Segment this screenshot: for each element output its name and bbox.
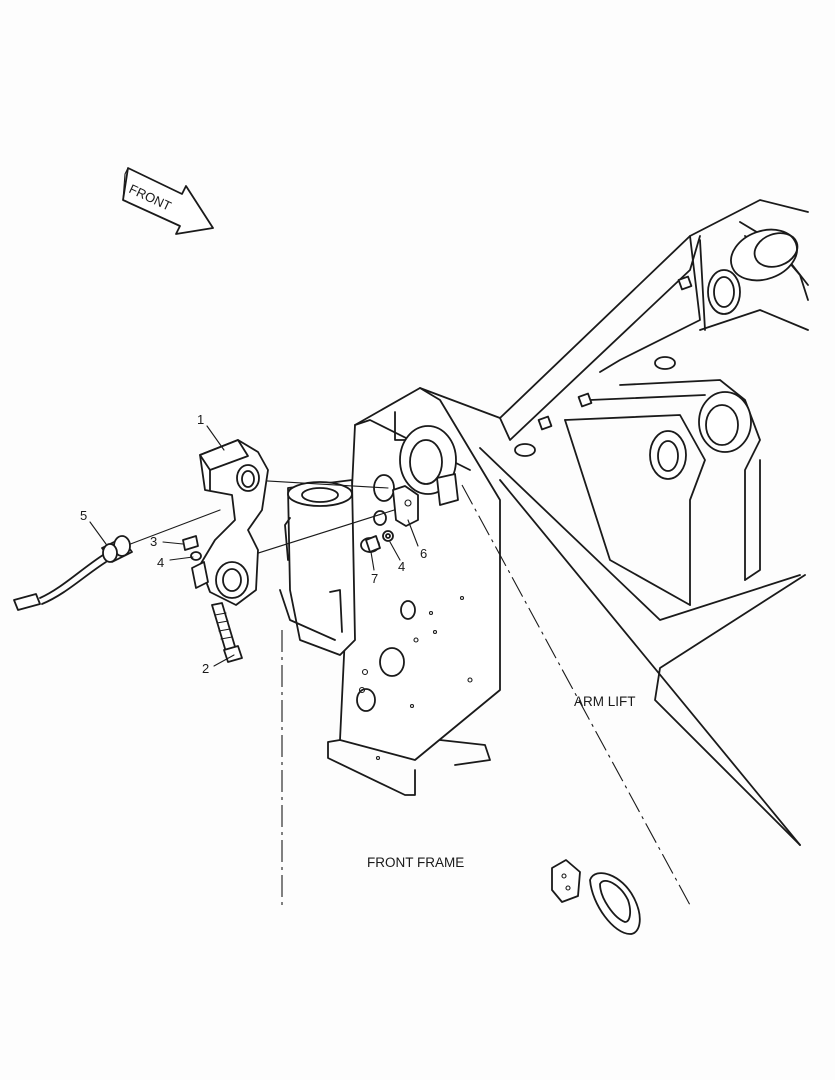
callout-5: 5 — [80, 508, 87, 523]
callout-leader-3 — [162, 541, 184, 545]
callout-2: 2 — [202, 661, 209, 676]
part-4-washer-2 — [382, 530, 394, 542]
front-frame-label: FRONT FRAME — [367, 855, 464, 870]
leader-line — [119, 509, 221, 549]
callout-4a: 4 — [157, 555, 164, 570]
part-2-bolt — [211, 602, 243, 663]
callout-3: 3 — [150, 534, 157, 549]
callout-7: 7 — [371, 571, 378, 586]
mounting-plate — [327, 387, 501, 796]
callout-leader-4a — [169, 556, 194, 561]
arm-lift-structure — [419, 199, 809, 846]
part-5-sensor — [13, 535, 133, 611]
callout-4b: 4 — [398, 559, 405, 574]
callout-leader-2 — [213, 654, 235, 667]
callout-leader-4b — [389, 541, 401, 561]
arm-lift-label: ARM LIFT — [574, 694, 636, 709]
callout-leader-7 — [370, 551, 375, 571]
callout-leader-1 — [206, 425, 225, 451]
callout-leader-6 — [407, 519, 419, 547]
detail-slot — [589, 872, 641, 935]
part-3-nut — [182, 535, 199, 551]
pivot-boss — [279, 479, 356, 656]
part-4-washer — [190, 551, 202, 561]
front-direction-arrow: FRONT — [122, 167, 214, 235]
part-1-bracket — [199, 439, 269, 606]
callout-6: 6 — [420, 546, 427, 561]
detail-block — [551, 859, 581, 903]
frame-centerline — [461, 484, 691, 906]
part-6-plate — [392, 485, 419, 527]
callout-leader-5 — [89, 521, 107, 545]
part-7-bolt — [360, 535, 381, 553]
callout-1: 1 — [197, 412, 204, 427]
leader-line — [251, 504, 411, 556]
part-clamp — [191, 561, 209, 589]
leader-line — [249, 479, 389, 489]
